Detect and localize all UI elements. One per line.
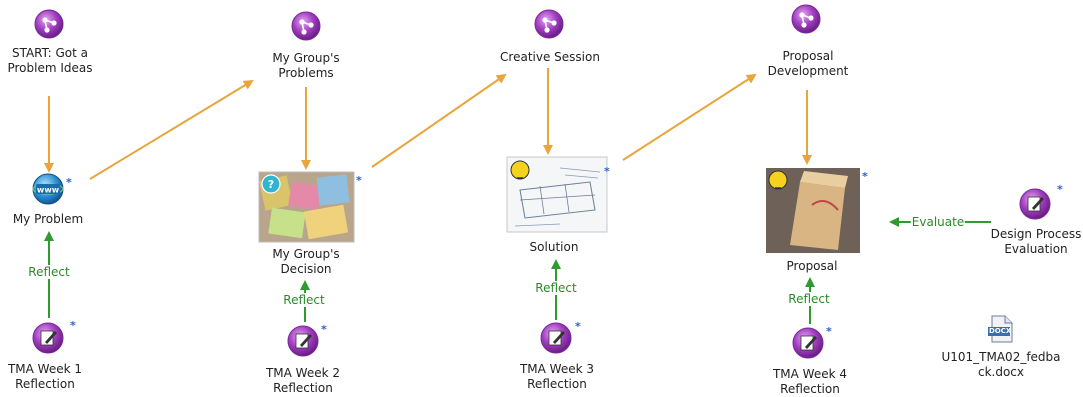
node-label-line: Reflection	[15, 377, 75, 391]
edge-label-reflect: Reflect	[534, 281, 578, 295]
node-label-line: Reflection	[780, 382, 840, 396]
node-label-tma-week2[interactable]: TMA Week 2 Reflection	[266, 366, 340, 396]
node-label-my-groups-decision[interactable]: My Group's Decision	[272, 247, 339, 277]
edge-decision-to-creative-session	[371, 73, 507, 168]
edit-icon[interactable]	[540, 322, 572, 354]
modified-marker: *	[321, 323, 327, 336]
svg-text:?: ?	[268, 178, 274, 191]
node-label-start[interactable]: START: Got a Problem Ideas	[7, 46, 92, 76]
node-label-line: ck.docx	[977, 365, 1025, 379]
share-icon[interactable]	[34, 9, 64, 39]
docx-badge: DOCX	[989, 327, 1012, 335]
modified-marker: *	[70, 319, 76, 332]
node-label-solution[interactable]: Solution	[529, 240, 579, 254]
www-globe-icon[interactable]: www	[32, 173, 64, 205]
share-icon[interactable]	[534, 9, 564, 39]
modified-marker: *	[575, 320, 581, 333]
modified-marker: *	[1057, 183, 1063, 196]
node-label-line: Proposal	[782, 49, 834, 63]
lightbulb-sketch-icon[interactable]	[506, 156, 608, 233]
node-label-line: START: Got a	[11, 46, 89, 60]
node-label-line: Development	[767, 64, 849, 78]
edge-solution-to-proposal-development	[622, 73, 757, 161]
edit-icon[interactable]	[1019, 188, 1051, 220]
docx-file-icon[interactable]	[988, 315, 1013, 343]
share-icon[interactable]	[791, 4, 821, 34]
svg-text:www: www	[37, 186, 60, 195]
node-label-line: TMA Week 4	[772, 367, 848, 381]
node-label-line: TMA Week 1	[7, 362, 83, 376]
modified-marker: *	[826, 325, 832, 338]
node-label-line: Evaluation	[1004, 242, 1068, 256]
modified-marker: *	[862, 170, 868, 183]
question-photo-icon[interactable]: ?	[258, 171, 355, 243]
node-label-feedback-doc[interactable]: U101_TMA02_fedba ck.docx	[941, 350, 1060, 380]
edge-label-evaluate: Evaluate	[910, 215, 966, 229]
node-label-line: Problems	[278, 66, 334, 80]
node-label-line: Design Process	[990, 227, 1082, 241]
edge-label-reflect: Reflect	[27, 265, 71, 279]
node-label-my-groups-problems[interactable]: My Group's Problems	[272, 51, 339, 81]
modified-marker: *	[356, 174, 362, 187]
edit-icon[interactable]	[287, 325, 319, 357]
edit-icon[interactable]	[32, 322, 64, 354]
node-label-line: TMA Week 3	[519, 362, 595, 376]
node-label-line: TMA Week 2	[265, 366, 341, 380]
node-label-line: My Group's	[272, 51, 340, 65]
edge-my-problem-to-groups-problems	[89, 79, 254, 180]
modified-marker: *	[604, 165, 610, 178]
node-label-line: Decision	[280, 262, 332, 276]
node-label-line: Problem Ideas	[7, 61, 93, 75]
node-label-line: My Group's	[272, 247, 340, 261]
node-label-line: U101_TMA02_fedba	[941, 350, 1061, 364]
edit-icon[interactable]	[792, 327, 824, 359]
node-label-proposal[interactable]: Proposal	[786, 259, 838, 273]
node-label-tma-week1[interactable]: TMA Week 1 Reflection	[8, 362, 82, 392]
node-label-creative-session[interactable]: Creative Session	[500, 50, 600, 64]
edge-label-reflect: Reflect	[787, 292, 831, 306]
edge-label-reflect: Reflect	[282, 293, 326, 307]
lightbulb-photo-icon[interactable]	[766, 168, 860, 253]
node-label-proposal-development[interactable]: Proposal Development	[768, 49, 849, 79]
modified-marker: *	[66, 176, 72, 189]
node-label-tma-week4[interactable]: TMA Week 4 Reflection	[773, 367, 847, 397]
node-label-my-problem[interactable]: My Problem	[12, 212, 84, 226]
share-icon[interactable]	[291, 11, 321, 41]
node-label-tma-week3[interactable]: TMA Week 3 Reflection	[520, 362, 594, 392]
node-label-line: Reflection	[527, 377, 587, 391]
node-label-line: Reflection	[273, 381, 333, 395]
node-label-design-process-evaluation[interactable]: Design Process Evaluation	[991, 227, 1082, 257]
